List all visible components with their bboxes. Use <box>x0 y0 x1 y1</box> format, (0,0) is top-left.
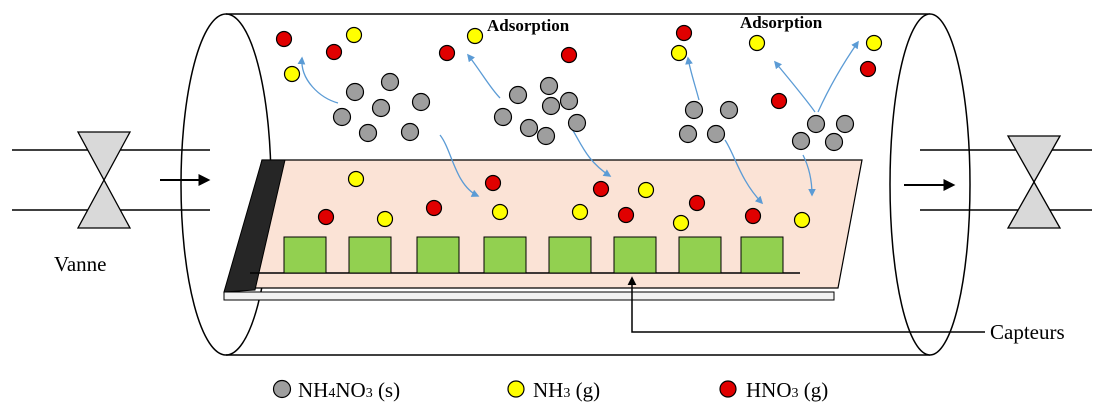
outlet-pipe <box>920 149 1092 211</box>
nitric-acid-particle <box>317 208 335 226</box>
ammonium-nitrate-particle <box>791 131 811 151</box>
ammonium-nitrate-particle <box>380 72 400 92</box>
ammonia-particle <box>637 181 655 199</box>
ammonium-nitrate-particle <box>539 76 559 96</box>
plate-edge <box>223 159 286 293</box>
legend-item-nitric-acid: HNO3 (g) <box>719 378 828 402</box>
ammonium-nitrate-particle <box>559 91 579 111</box>
nitric-acid-particle <box>675 24 693 42</box>
sensor-pad <box>483 236 527 274</box>
substrate-base <box>223 291 835 301</box>
adsorption-arrow <box>467 53 501 99</box>
ammonium-nitrate-particle <box>400 122 420 142</box>
legend-swatch-red <box>719 380 737 398</box>
ammonia-particle <box>571 203 589 221</box>
adsorption-arrow <box>817 40 859 113</box>
legend: NH4NO3 (s) NH3 (g) HNO3 (g) <box>272 378 828 402</box>
nitric-acid-particle <box>688 194 706 212</box>
ammonia-particle <box>748 34 766 52</box>
adsorption-arrow <box>774 60 816 113</box>
sensor-pad <box>548 236 592 274</box>
ammonium-nitrate-particle <box>719 100 739 120</box>
outlet-valve-icon <box>1006 135 1062 229</box>
ammonia-particle <box>672 214 690 232</box>
nitric-acid-particle <box>275 30 293 48</box>
sensor-pad <box>678 236 722 274</box>
ammonium-nitrate-particle <box>371 98 391 118</box>
ammonium-nitrate-particle <box>519 118 539 138</box>
sensors-leader-line <box>627 276 985 333</box>
ammonium-nitrate-particle <box>536 126 556 146</box>
sensor-pad <box>740 236 784 274</box>
ammonia-particle <box>347 170 365 188</box>
ammonium-nitrate-particle <box>358 123 378 143</box>
valve-label: Vanne <box>54 252 106 276</box>
ammonium-nitrate-particle <box>345 82 365 102</box>
ammonia-particle <box>670 44 688 62</box>
sensors-label: Capteurs <box>990 320 1065 344</box>
nitric-acid-particle <box>859 60 877 78</box>
adsorption-arrow <box>685 56 700 101</box>
ammonium-nitrate-particle <box>684 100 704 120</box>
particles <box>275 24 883 232</box>
ammonium-nitrate-particle <box>678 124 698 144</box>
ammonium-nitrate-particle <box>835 114 855 134</box>
nitric-acid-particle <box>592 180 610 198</box>
nitric-acid-particle <box>325 43 343 61</box>
nitric-acid-particle <box>770 92 788 110</box>
deposition-arrow <box>439 134 480 197</box>
legend-label: NH4NO3 (s) <box>298 378 400 402</box>
ammonia-particle <box>793 211 811 229</box>
ammonium-nitrate-particle <box>806 114 826 134</box>
nitric-acid-particle <box>744 207 762 225</box>
ammonium-nitrate-particle <box>567 113 587 133</box>
legend-swatch-gray <box>272 379 292 399</box>
ammonia-particle <box>376 210 394 228</box>
sensor-array <box>250 236 800 274</box>
adsorption-label: Adsorption <box>740 13 823 32</box>
ammonium-nitrate-particle <box>332 107 352 127</box>
ammonia-particle <box>466 27 484 45</box>
ammonia-particle <box>283 65 301 83</box>
nitric-acid-particle <box>438 44 456 62</box>
sensor-pad <box>416 236 460 274</box>
ammonium-nitrate-particle <box>824 132 844 152</box>
ammonia-particle <box>491 203 509 221</box>
adsorption-label: Adsorption <box>487 16 570 35</box>
ammonium-nitrate-particle <box>541 96 561 116</box>
ammonium-nitrate-particle <box>493 107 513 127</box>
deposition-arrow <box>802 154 816 197</box>
sensor-pad <box>283 236 327 274</box>
nitric-acid-particle <box>425 199 443 217</box>
legend-item-ammonia: NH3 (g) <box>507 378 600 402</box>
legend-swatch-yellow <box>507 380 525 398</box>
ammonium-nitrate-particle <box>411 92 431 112</box>
nitric-acid-particle <box>560 46 578 64</box>
ammonium-nitrate-particle <box>706 124 726 144</box>
nitric-acid-particle <box>484 174 502 192</box>
deposition-arrow <box>724 139 764 205</box>
legend-item-ammonium-nitrate: NH4NO3 (s) <box>272 378 400 402</box>
inlet-valve-icon <box>76 131 132 229</box>
adsorption-arrow <box>297 56 339 104</box>
legend-label: HNO3 (g) <box>746 378 828 402</box>
sensor-pad <box>348 236 392 274</box>
sensor-pad <box>613 236 657 274</box>
ammonia-particle <box>345 26 363 44</box>
nitric-acid-particle <box>617 206 635 224</box>
ammonium-nitrate-particle <box>508 85 528 105</box>
ammonia-particle <box>865 34 883 52</box>
legend-label: NH3 (g) <box>533 378 600 402</box>
